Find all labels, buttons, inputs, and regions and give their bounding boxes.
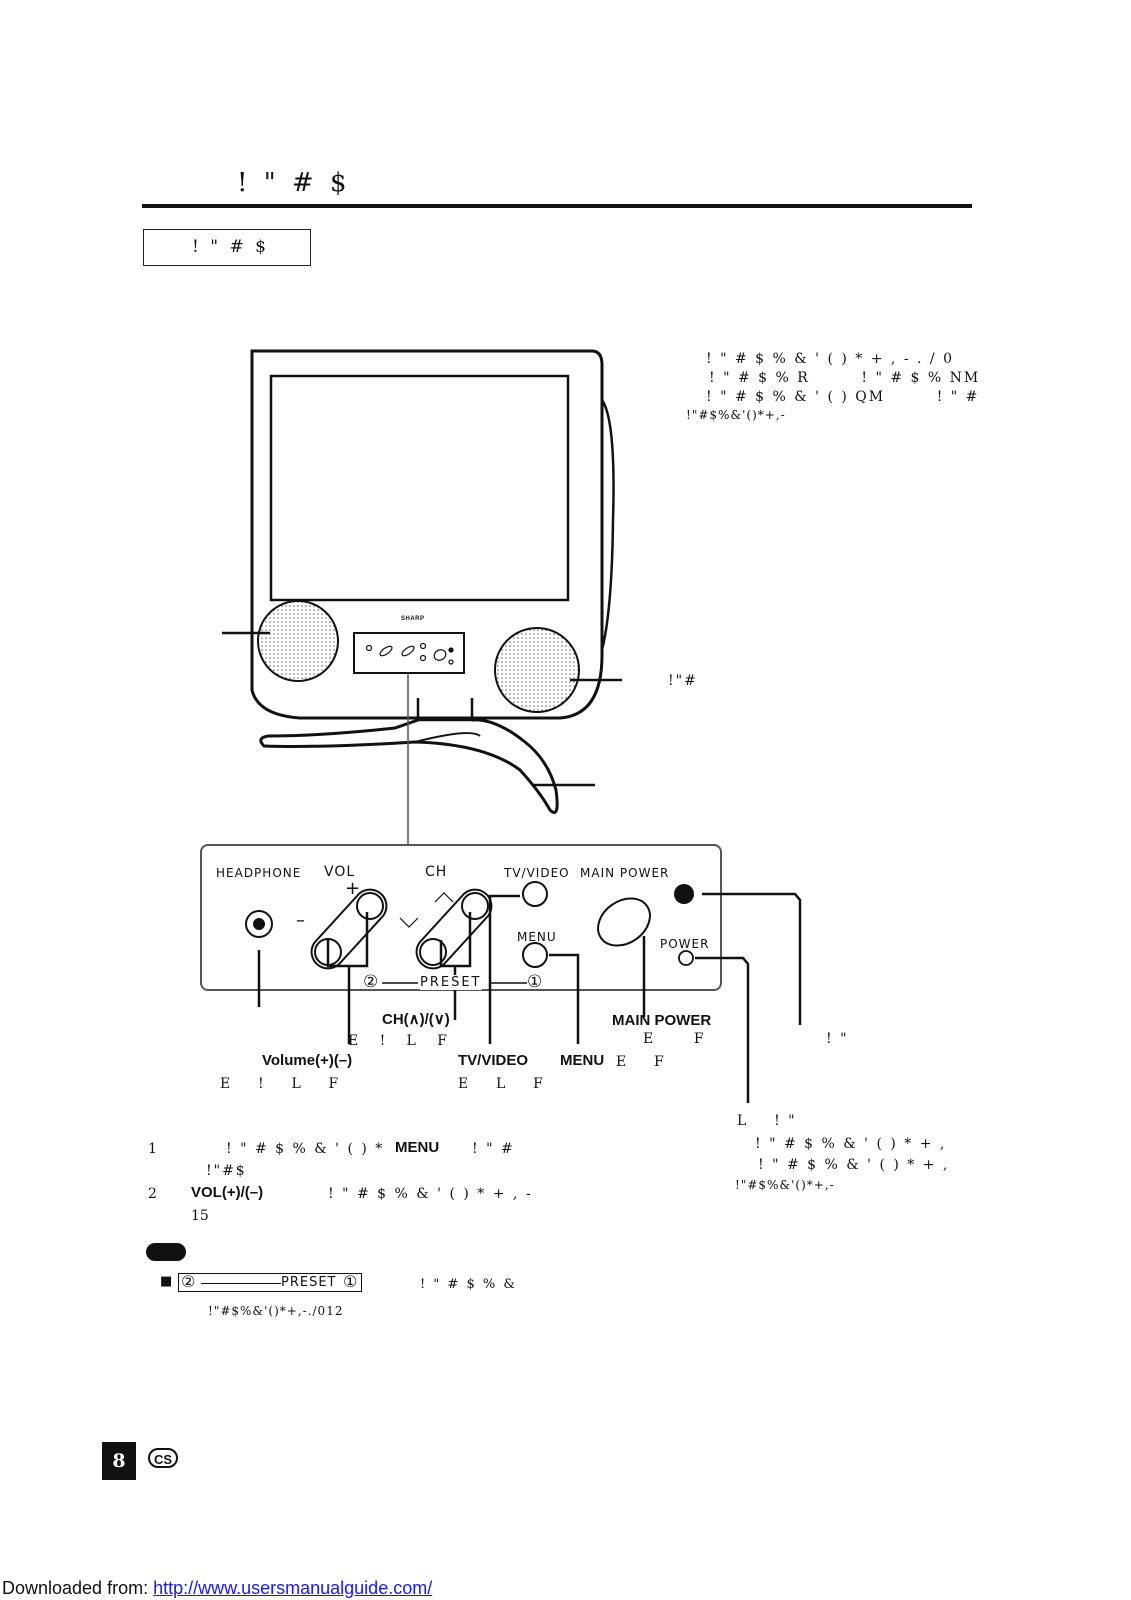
section-label: ! " # $ (192, 237, 269, 257)
language-badge: CS (148, 1448, 178, 1468)
menu-sub: E F (616, 1054, 666, 1070)
right-note-line: L ! " (737, 1113, 797, 1129)
note-preset-word: PRESET (281, 1275, 337, 1290)
menu-label: MENU (560, 1052, 605, 1069)
note-line2: !"#$%&'()*+,-./012 (208, 1304, 344, 1318)
step-number: 1 (148, 1141, 159, 1157)
menu-panel-label: MENU (517, 930, 557, 944)
power-indicator-sub: ! " (826, 1031, 849, 1047)
volume-label: Volume(+)(–) (262, 1052, 353, 1069)
left-speaker (257, 600, 339, 682)
step-number: 2 (148, 1186, 159, 1202)
step-bold: MENU (395, 1139, 440, 1156)
tv-video-button-shape (522, 881, 548, 907)
title-rule (142, 204, 972, 208)
page-title: ! " # $ (237, 168, 351, 198)
step-text: ! " # $ % & ' ( ) * + , - (328, 1186, 533, 1202)
power-led-shape (678, 950, 694, 966)
headphone-label: HEADPHONE (216, 866, 302, 880)
tv-stand (259, 698, 559, 814)
right-note-line: !"#$%&'()*+,- (735, 1178, 835, 1192)
preset-two-glyph: ② (363, 972, 379, 992)
note-preset-one: ① (343, 1272, 358, 1291)
callout-line: ! " # $ % & ' ( ) * + , - . / 0 (706, 351, 954, 367)
footer-link[interactable]: http://www.usersmanualguide.com/ (153, 1578, 433, 1598)
menu-button-shape (522, 942, 548, 968)
preset-box (178, 1273, 362, 1292)
note-preset-line (201, 1283, 281, 1284)
right-note-line: ! " # $ % & ' ( ) * + , (755, 1136, 947, 1152)
note-bullet: ■ (160, 1274, 173, 1289)
section-box (143, 229, 311, 266)
callout-line: !"#$%&'()*+,- (686, 408, 786, 422)
step-line2: 15 (191, 1208, 209, 1224)
tv-video-label: TV/VIDEO (458, 1052, 529, 1069)
callout-line: ! " # $ % R ! " # $ % NM (709, 370, 981, 386)
vol-plus-sign: + (345, 878, 361, 899)
right-note-line: ! " # $ % & ' ( ) * + , (758, 1157, 950, 1173)
note-text: ! " # $ % & (420, 1277, 517, 1292)
right-speaker (494, 627, 580, 713)
note-badge (146, 1243, 186, 1261)
main-power-button-shape (597, 897, 651, 947)
page-number: 8 (102, 1442, 136, 1480)
ch-updown-sub: E ! L F (348, 1033, 449, 1049)
power-indicator-shape (674, 884, 694, 904)
main-power-sub: E F (643, 1031, 706, 1047)
preset-one-glyph: ① (527, 972, 543, 992)
front-mini-panel (353, 632, 465, 674)
ch-label: CH (425, 864, 448, 880)
callout-line: ! " # $ % & ' ( ) QM ! " # (706, 389, 980, 405)
power-panel-label: POWER (660, 937, 710, 951)
tv-video-panel-label: TV/VIDEO (504, 866, 570, 880)
step-text: ! " # $ % & ' ( ) * (226, 1141, 385, 1157)
step-line2: !"#$ (206, 1163, 247, 1179)
volume-sub: E ! L F (220, 1076, 341, 1092)
footer: Downloaded from: http://www.usersmanualg… (2, 1578, 432, 1599)
brand-logo: SHARP (401, 616, 425, 622)
main-power-label: MAIN POWER (612, 1012, 712, 1029)
footer-prefix: Downloaded from: (2, 1578, 154, 1598)
ch-rocker (415, 888, 493, 970)
speaker-callout: !"# (668, 673, 698, 689)
preset-label: PRESET (420, 975, 482, 990)
vol-label: VOL (324, 864, 356, 880)
note-preset-two: ② (181, 1272, 196, 1291)
ch-updown-label: CH(∧)/(∨) (382, 1011, 450, 1028)
step-bold: VOL(+)/(–) (191, 1184, 264, 1201)
vol-minus-sign: – (296, 910, 305, 931)
main-power-panel-label: MAIN POWER (580, 866, 670, 880)
tv-body (250, 349, 615, 720)
step-text: ! " # (472, 1141, 515, 1157)
tv-video-sub: E L F (458, 1076, 545, 1092)
